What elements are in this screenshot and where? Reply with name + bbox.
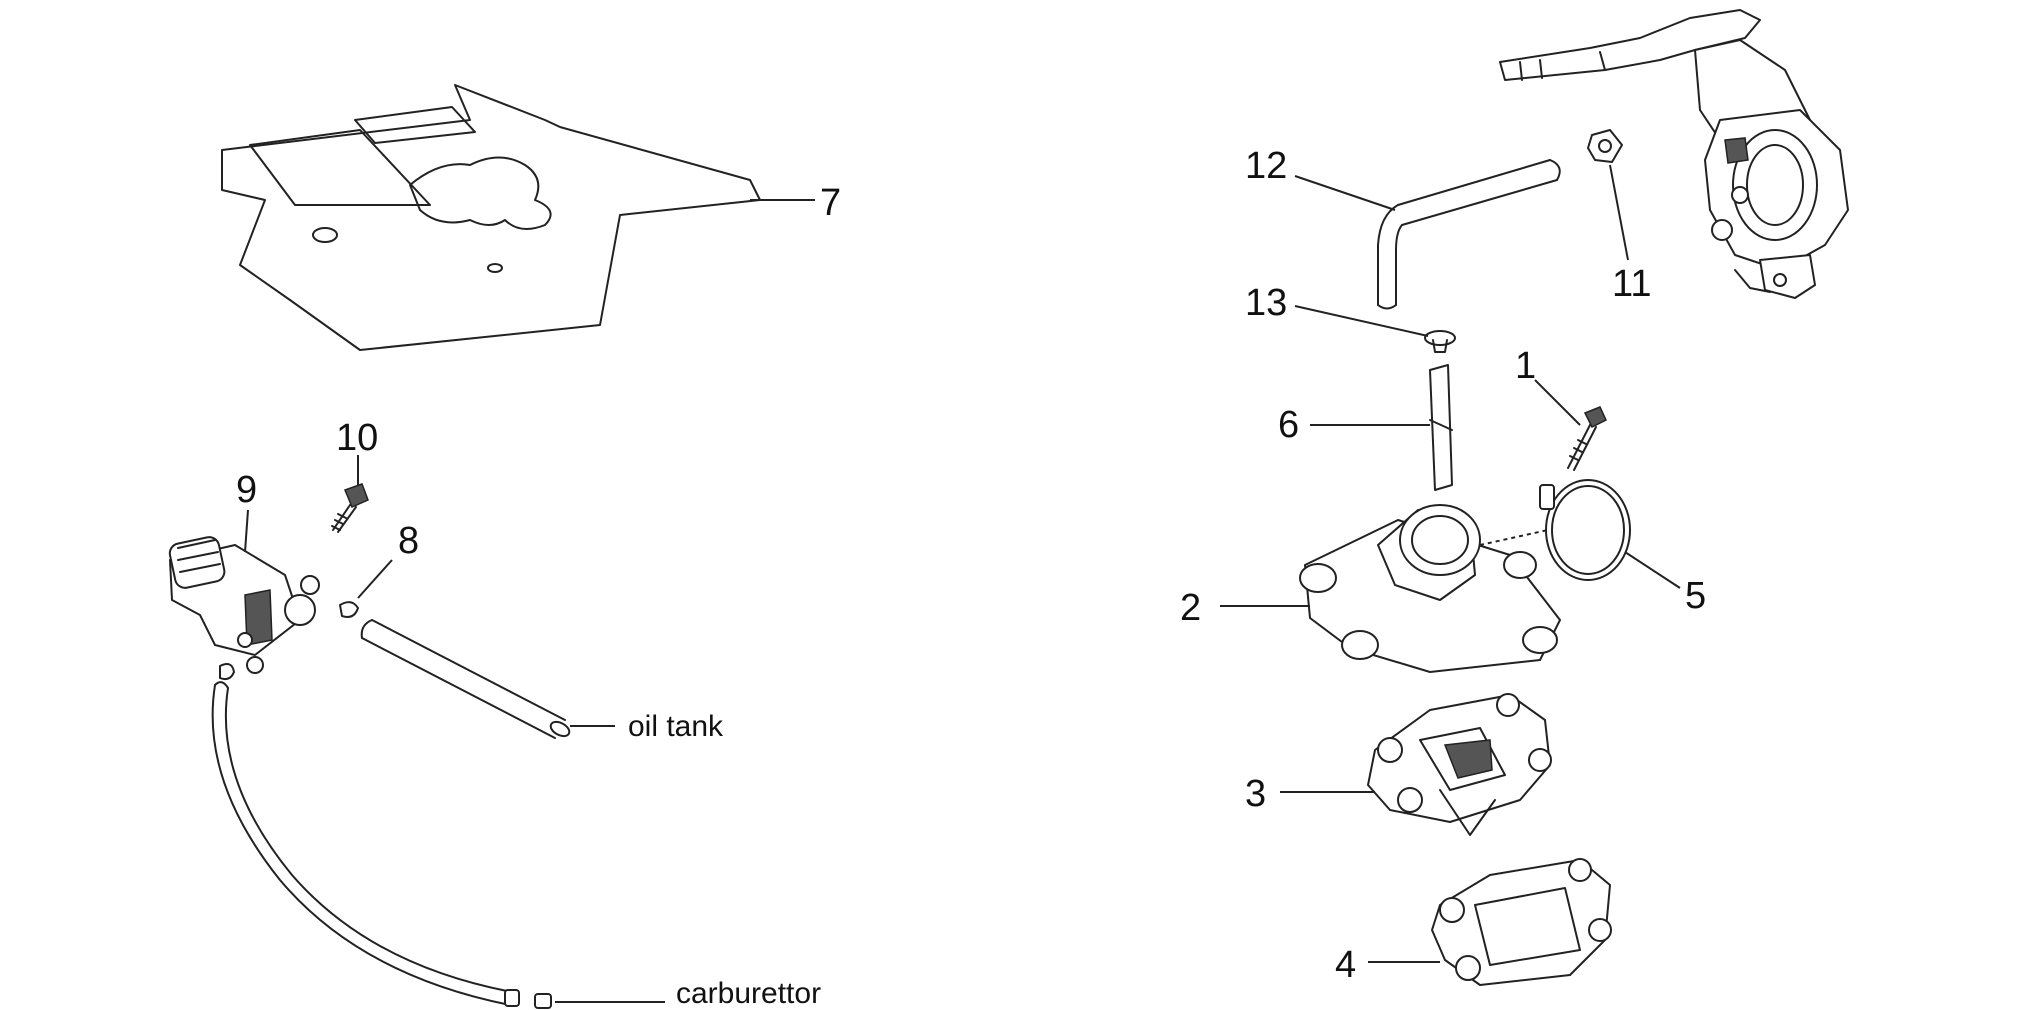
leader-1 bbox=[1534, 379, 1581, 426]
part-11-nut bbox=[1587, 129, 1623, 163]
callout-2: 2 bbox=[1180, 587, 1201, 629]
part-9-oil-pump bbox=[168, 536, 320, 681]
callout-7: 7 bbox=[820, 182, 841, 224]
note-carburettor: carburettor bbox=[676, 977, 821, 1010]
callout-11: 11 bbox=[1612, 263, 1651, 305]
carburettor-assembly bbox=[1499, 9, 1849, 299]
part-2-intake-manifold bbox=[1299, 504, 1561, 673]
leader-13 bbox=[1294, 305, 1429, 337]
part-6-tube bbox=[1429, 364, 1453, 491]
callout-10: 10 bbox=[336, 417, 378, 459]
leader-8 bbox=[357, 559, 393, 599]
part-12-hose bbox=[1377, 159, 1561, 310]
leader-9 bbox=[244, 509, 249, 553]
leader-12 bbox=[1294, 175, 1396, 211]
callout-8: 8 bbox=[398, 520, 419, 562]
part-10-bolt bbox=[331, 483, 369, 533]
oil-tank-hose bbox=[360, 619, 571, 739]
leader-lines bbox=[244, 164, 1681, 1003]
carburettor-hose bbox=[211, 681, 552, 1009]
leader-11 bbox=[1609, 164, 1629, 261]
note-oil-tank: oil tank bbox=[628, 710, 724, 743]
callout-12: 12 bbox=[1245, 145, 1287, 187]
part-8-clip bbox=[339, 601, 359, 618]
callout-6: 6 bbox=[1278, 404, 1299, 446]
part-1-screw bbox=[1567, 406, 1607, 471]
callout-9: 9 bbox=[236, 469, 257, 511]
part-5-clamp-ring bbox=[1479, 479, 1631, 581]
callout-3: 3 bbox=[1245, 773, 1266, 815]
callout-5: 5 bbox=[1685, 575, 1706, 617]
part-13-clamp bbox=[1424, 330, 1456, 353]
leader-5 bbox=[1624, 551, 1681, 589]
callout-4: 4 bbox=[1335, 944, 1356, 986]
callout-13: 13 bbox=[1245, 282, 1287, 324]
part-7-heat-shield bbox=[221, 84, 761, 351]
part-3-reed-valve bbox=[1367, 693, 1552, 836]
callout-1: 1 bbox=[1515, 345, 1536, 387]
callout-labels: 7 9 10 8 12 13 6 11 1 5 2 3 4 oil tank c… bbox=[236, 145, 1706, 1010]
part-4-gasket bbox=[1431, 858, 1612, 986]
